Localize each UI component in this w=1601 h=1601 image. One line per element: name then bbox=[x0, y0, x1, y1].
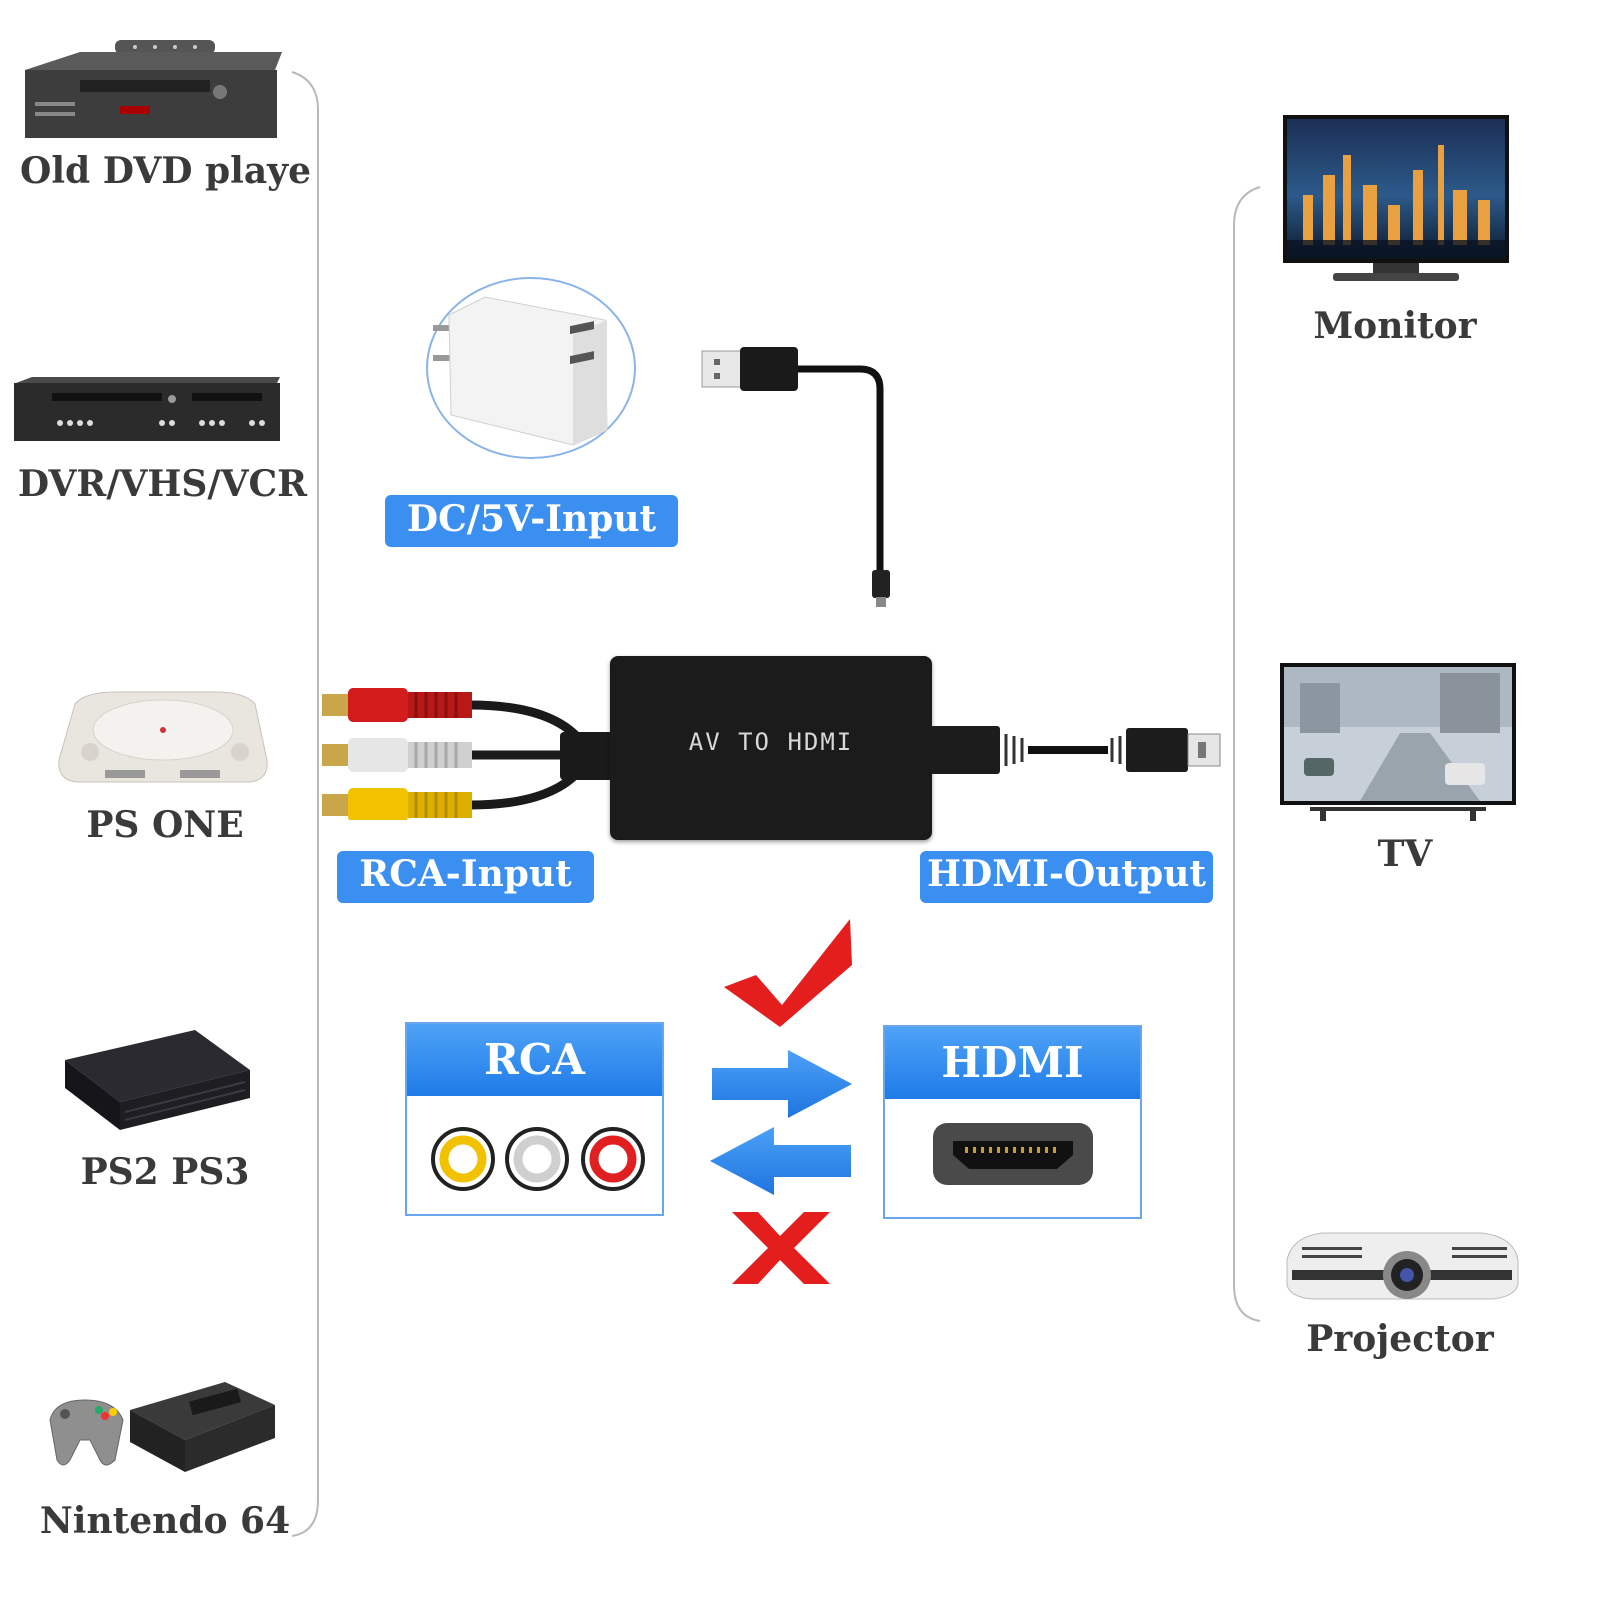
ps2-icon bbox=[55, 1030, 255, 1140]
usb-cable bbox=[701, 347, 890, 607]
converter-label: AV TO HDMI bbox=[688, 728, 854, 756]
check-mark-icon bbox=[724, 919, 852, 1027]
dc-5v-input-badge: DC/5V-Input bbox=[385, 495, 678, 547]
device-label-tv: TV bbox=[1377, 833, 1433, 875]
dvr-icon bbox=[12, 375, 282, 447]
device-label-monitor: Monitor bbox=[1313, 305, 1477, 347]
ps-one-icon bbox=[55, 690, 270, 790]
device-label-dvr: DVR/VHS/VCR bbox=[17, 463, 308, 505]
rca-cables bbox=[322, 688, 615, 820]
rca-panel-title: RCA bbox=[407, 1024, 662, 1096]
hdmi-panel-title: HDMI bbox=[885, 1027, 1140, 1099]
hdmi-panel: HDMI bbox=[883, 1025, 1142, 1219]
right-bracket-line bbox=[1233, 186, 1261, 1322]
hdmi-port-icon bbox=[933, 1123, 1093, 1185]
left-bracket-line bbox=[291, 71, 319, 1537]
cross-mark-icon bbox=[732, 1212, 830, 1284]
converter-box: AV TO HDMI bbox=[610, 656, 932, 840]
rca-input-badge: RCA-Input bbox=[337, 851, 594, 903]
device-label-n64: Nintendo 64 bbox=[39, 1500, 291, 1542]
rca-panel: RCA bbox=[405, 1022, 664, 1216]
arrow-left-icon bbox=[710, 1127, 851, 1195]
device-label-old-dvd: Old DVD playe bbox=[20, 150, 312, 192]
device-label-ps2-ps3: PS2 PS3 bbox=[80, 1151, 250, 1193]
device-label-ps-one: PS ONE bbox=[86, 804, 244, 846]
monitor-icon bbox=[1283, 115, 1511, 290]
tv-icon bbox=[1280, 663, 1518, 823]
vcr-icon bbox=[20, 40, 285, 145]
power-adapter-icon bbox=[425, 275, 640, 465]
hdmi-cable bbox=[930, 726, 1221, 774]
projector-icon bbox=[1282, 1225, 1522, 1310]
n64-icon bbox=[45, 1380, 280, 1480]
rca-jacks-icon bbox=[431, 1127, 645, 1191]
device-label-projector: Projector bbox=[1306, 1318, 1494, 1360]
arrow-right-icon bbox=[712, 1050, 852, 1118]
hdmi-output-badge: HDMI-Output bbox=[920, 851, 1213, 903]
